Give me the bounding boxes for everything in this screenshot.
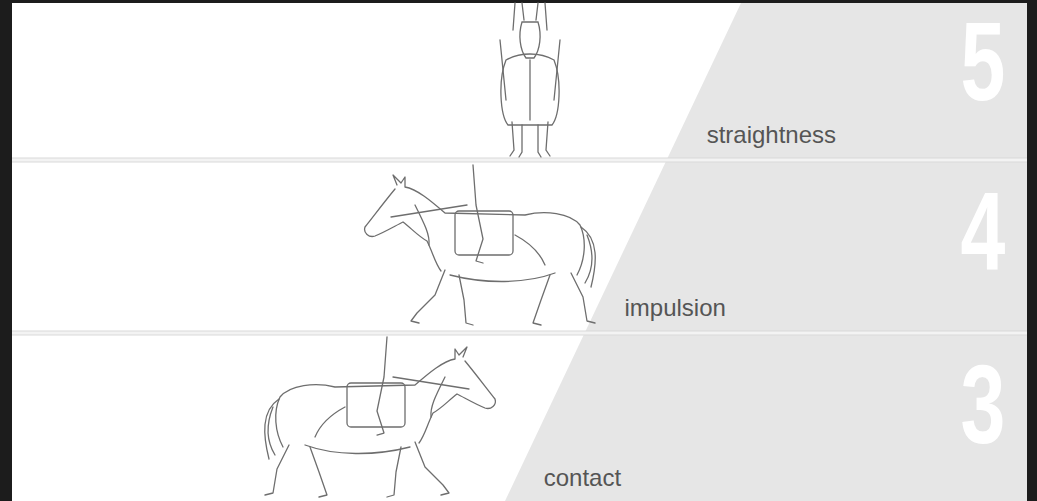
number-holder: 3 xyxy=(943,349,1005,461)
band-separator xyxy=(12,331,1027,332)
band: impulsion 4 xyxy=(12,162,1027,331)
step-number: 3 xyxy=(960,349,1005,461)
horse-trot-right xyxy=(265,337,496,497)
horse-front-view xyxy=(500,3,560,157)
band-separator xyxy=(12,162,1027,163)
label-holder: contact xyxy=(544,465,621,491)
band-separator xyxy=(12,335,1027,336)
band-separator xyxy=(12,331,1027,335)
number-holder: 4 xyxy=(943,176,1005,288)
number-holder: 5 xyxy=(943,6,1005,118)
band: straightness 5 xyxy=(12,3,1027,158)
step-number: 4 xyxy=(960,176,1005,288)
horse-trot-left xyxy=(365,165,596,325)
band-label: impulsion xyxy=(624,295,725,321)
band: contact 3 xyxy=(12,335,1027,501)
band-separator xyxy=(12,158,1027,162)
band-label: contact xyxy=(544,465,621,491)
band-label: straightness xyxy=(707,122,836,148)
step-number: 5 xyxy=(960,6,1005,118)
label-holder: impulsion xyxy=(624,295,725,321)
band-separator xyxy=(12,158,1027,159)
label-holder: straightness xyxy=(707,122,836,148)
white-ground xyxy=(12,3,1027,501)
